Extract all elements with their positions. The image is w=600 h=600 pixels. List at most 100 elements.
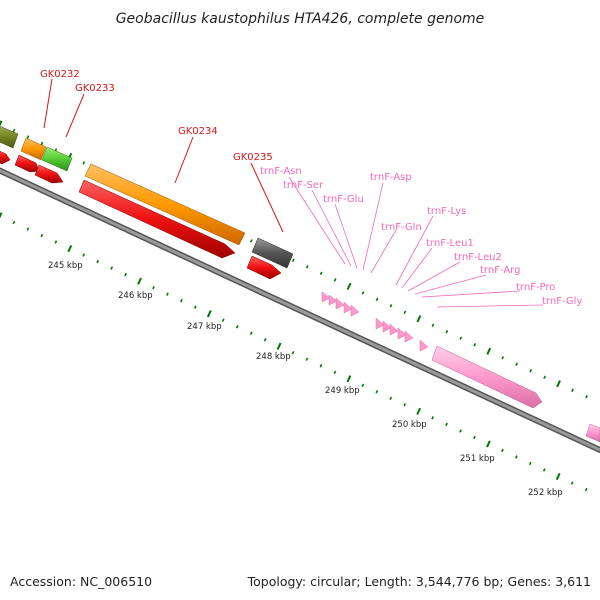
label-gk0233: GK0233 — [75, 83, 115, 94]
label-trnf-leu2: trnF-Leu2 — [454, 252, 502, 263]
leader-trnf-glu — [334, 203, 358, 269]
kbp-scale: 245 kbp 246 kbp 247 kbp 248 kbp 249 kbp … — [48, 261, 563, 498]
tick-mark-outer — [346, 282, 352, 290]
trna-ser[interactable] — [328, 294, 338, 306]
tick-mark-outer — [459, 336, 463, 340]
trna-lys[interactable] — [375, 317, 385, 330]
topology-text: Topology: circular; Length: 3,544,776 bp… — [247, 574, 591, 589]
tick-mark-outer — [585, 395, 588, 399]
kbp-label-251: 251 kbp — [460, 454, 495, 464]
tick-mark-inner — [473, 435, 476, 440]
tick-mark-outer — [543, 375, 546, 379]
tick-mark-inner — [333, 370, 337, 375]
label-trnf-ser: trnF-Ser — [283, 180, 324, 191]
feature-track-forward — [0, 124, 294, 269]
tick-mark-inner — [459, 429, 462, 433]
kbp-label-248: 248 kbp — [256, 352, 291, 362]
label-trnf-asn: trnF-Asn — [260, 166, 302, 177]
tick-mark-inner — [416, 407, 422, 415]
tick-mark-outer — [486, 347, 492, 355]
tick-mark-inner — [361, 383, 365, 388]
tick-mark-inner — [110, 266, 114, 270]
tick-mark-inner — [12, 220, 16, 225]
gene-gk0233[interactable] — [41, 146, 73, 172]
label-gk0232: GK0232 — [40, 69, 80, 80]
tick-mark-outer — [403, 310, 407, 315]
tick-mark-outer — [445, 330, 449, 334]
tick-mark-inner — [221, 318, 225, 322]
tick-mark-outer — [375, 297, 379, 302]
rrna-feature-partial[interactable] — [585, 423, 600, 443]
leader-trnf-asn — [288, 176, 346, 265]
kbp-label-247: 247 kbp — [187, 322, 222, 332]
label-gk0235: GK0235 — [233, 152, 273, 163]
gene-gk0232[interactable] — [20, 137, 47, 161]
tick-mark-inner — [249, 331, 253, 335]
tick-mark-inner — [346, 375, 352, 383]
tick-mark-outer — [529, 369, 533, 373]
gene-olive-partial[interactable] — [0, 124, 19, 149]
kbp-label-245: 245 kbp — [48, 261, 83, 271]
gene-gk0235[interactable] — [251, 237, 294, 269]
tick-mark-inner — [152, 285, 155, 290]
tick-mark-outer — [556, 380, 561, 388]
tick-mark-inner — [445, 422, 448, 427]
tick-mark-outer — [431, 323, 435, 328]
rrna-feature[interactable] — [431, 345, 543, 409]
trna-gly[interactable] — [419, 339, 429, 352]
trna-gln[interactable] — [350, 304, 360, 317]
label-trnf-gln: trnF-Gln — [381, 222, 422, 233]
tick-mark-inner — [528, 461, 532, 466]
trna-asp[interactable] — [343, 301, 353, 314]
tick-mark-outer — [319, 271, 323, 276]
tick-mark-inner — [389, 396, 393, 401]
label-trnf-gly: trnF-Gly — [542, 296, 582, 307]
tick-mark-inner — [0, 212, 3, 219]
tick-mark-inner — [206, 310, 212, 318]
cds-gk0235[interactable] — [246, 255, 282, 280]
trna-leu1[interactable] — [382, 320, 392, 333]
leader-trnf-leu1 — [401, 247, 433, 289]
label-trnf-lys: trnF-Lys — [427, 206, 466, 217]
gene-gk0234[interactable] — [84, 163, 246, 246]
leader-trnf-gln — [370, 229, 397, 274]
kbp-label-246: 246 kbp — [118, 291, 153, 301]
tick-mark-outer — [12, 128, 16, 133]
tick-mark-outer — [291, 258, 295, 263]
cds-gk0233[interactable] — [34, 164, 64, 184]
tick-mark-inner — [555, 472, 561, 481]
label-trnf-glu: trnF-Glu — [323, 194, 364, 205]
leader-gk0232 — [43, 78, 53, 129]
cds-gk0232[interactable] — [14, 154, 40, 173]
trna-pro[interactable] — [404, 330, 414, 343]
feature-track-trna — [321, 291, 600, 443]
leader-trnf-ser — [311, 189, 352, 267]
tick-mark-inner — [26, 227, 30, 231]
trna-asn[interactable] — [321, 291, 331, 303]
tick-mark-outer — [40, 141, 44, 146]
cds-partial[interactable] — [0, 149, 11, 165]
tick-mark-inner — [319, 364, 323, 368]
tick-mark-inner — [193, 305, 197, 309]
tick-mark-inner — [501, 448, 504, 453]
tick-mark-outer — [515, 362, 519, 366]
label-gk0234: GK0234 — [178, 126, 218, 137]
leader-trnf-arg — [414, 274, 487, 295]
tick-mark-outer — [571, 388, 574, 392]
kbp-label-249: 249 kbp — [325, 386, 360, 396]
trna-arg[interactable] — [397, 327, 407, 340]
tick-mark-inner — [403, 403, 407, 407]
leader-trnf-asp — [362, 182, 384, 271]
trna-leu2[interactable] — [389, 323, 399, 336]
leader-trnf-pro — [421, 290, 521, 298]
tick-mark-outer — [389, 304, 393, 308]
trna-glu[interactable] — [335, 297, 345, 310]
tick-mark-inner — [276, 342, 282, 350]
leader-trnf-gly — [436, 304, 544, 308]
tick-mark-inner — [375, 390, 379, 394]
label-trnf-asp: trnF-Asp — [370, 172, 412, 183]
label-trnf-arg: trnF-Arg — [480, 265, 520, 276]
cds-gk0234[interactable] — [78, 179, 236, 259]
tick-mark-outer — [249, 239, 253, 243]
tick-mark-outer — [333, 278, 337, 282]
